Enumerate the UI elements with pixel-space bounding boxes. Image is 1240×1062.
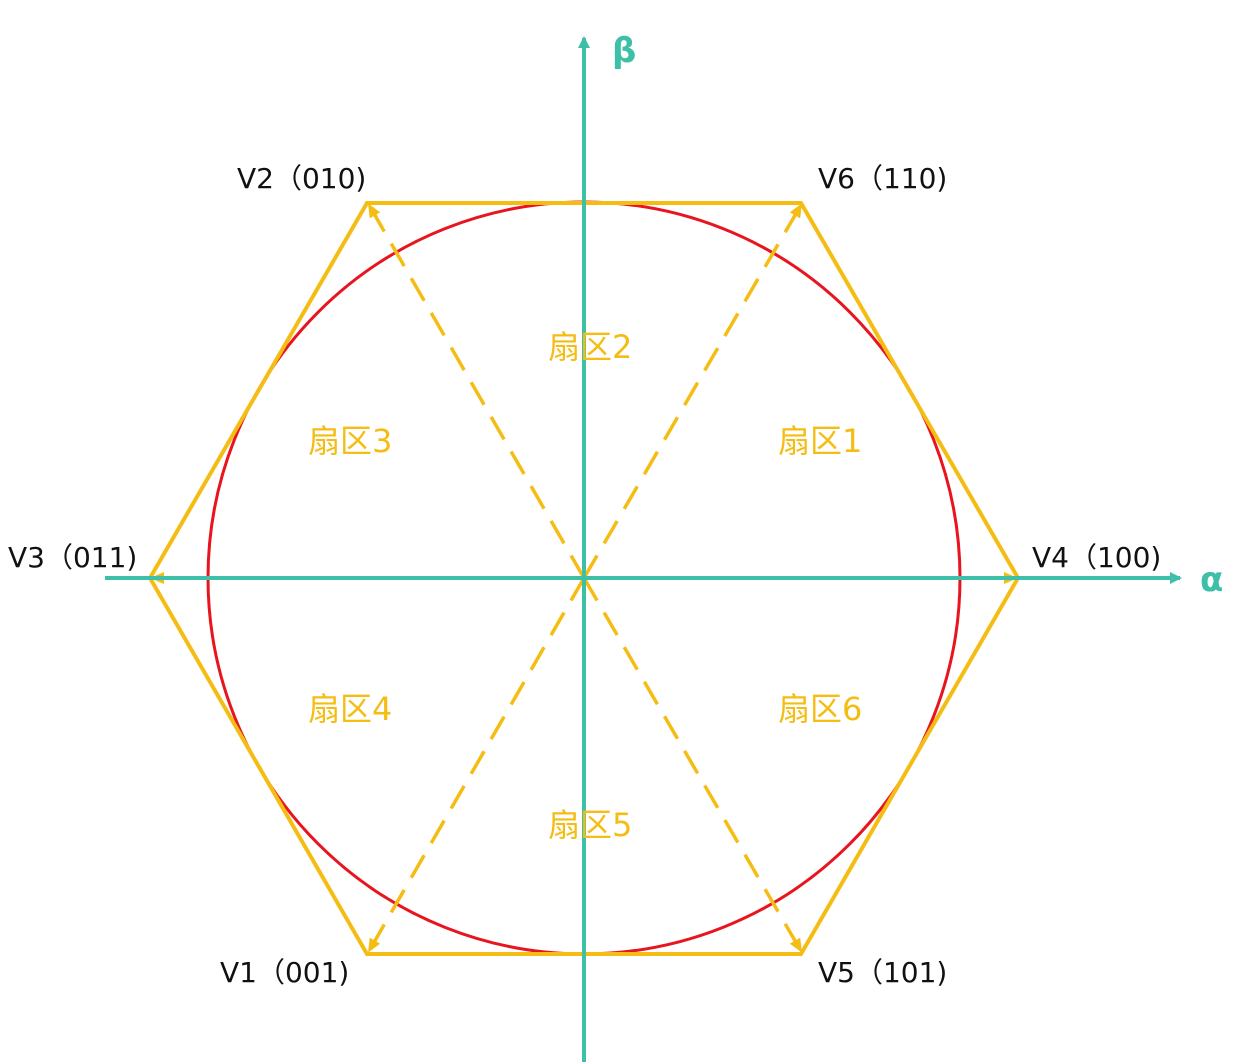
vector-v5-arrow — [582, 577, 803, 953]
vector-label-v6: V6（110) — [818, 162, 947, 195]
sector-label-5: 扇区5 — [548, 806, 632, 844]
vector-v1-arrow — [367, 577, 586, 953]
alpha-axis-label: α — [1200, 560, 1223, 600]
vector-label-v1: V1（001) — [220, 956, 349, 989]
vector-v2-arrow — [367, 203, 586, 579]
vector-label-v2: V2（010) — [237, 162, 366, 195]
sector-label-1: 扇区1 — [778, 422, 862, 460]
sector-label-6: 扇区6 — [778, 690, 862, 728]
vector-label-v3: V3（011) — [8, 541, 137, 574]
vector-label-v5: V5（101) — [818, 956, 947, 989]
beta-axis-label: β — [612, 31, 636, 71]
vector-v6-arrow — [582, 203, 803, 579]
sector-label-2: 扇区2 — [548, 328, 632, 366]
sector-label-4: 扇区4 — [308, 690, 392, 728]
vector-label-v4: V4（100) — [1032, 541, 1161, 574]
sector-label-3: 扇区3 — [308, 422, 392, 460]
